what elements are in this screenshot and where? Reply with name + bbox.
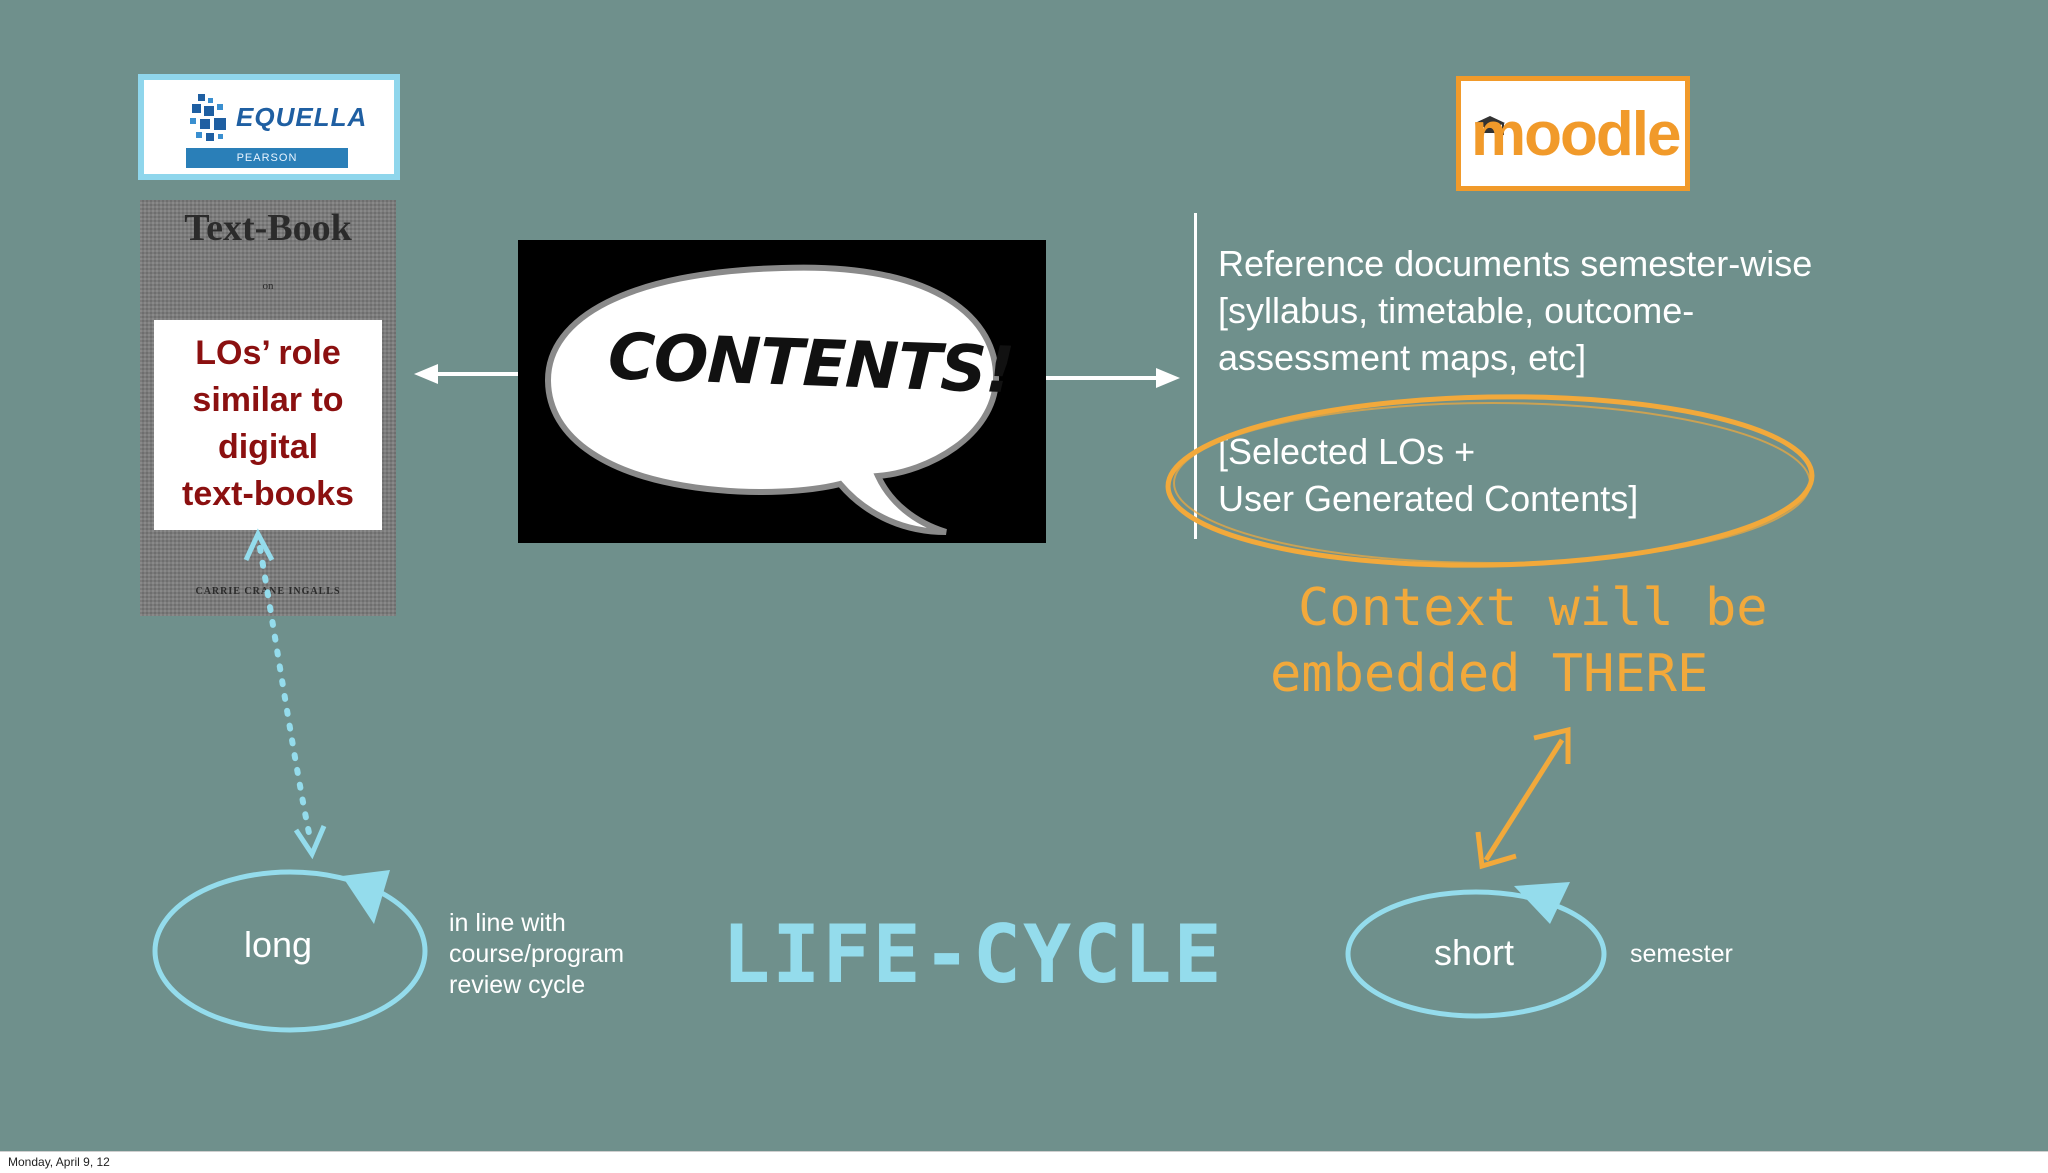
long-label: long — [244, 924, 313, 965]
moodle-word: moodle — [1471, 100, 1681, 169]
selected-ellipse-stroke — [1173, 402, 1811, 564]
equella-sub: PEARSON — [186, 148, 348, 168]
lifecycle-title: LIFE-CYCLE — [722, 908, 1224, 1001]
card-line: text-books — [182, 475, 354, 513]
long-note-line: review cycle — [449, 971, 586, 999]
card-line: digital — [217, 428, 319, 466]
card-line: LOs’ role — [195, 334, 341, 372]
dotted-arrow-icon — [243, 528, 327, 860]
left-arrow-icon — [414, 364, 518, 384]
card-line: similar to — [192, 381, 344, 419]
footer-bar: Monday, April 9, 12 — [0, 1151, 2048, 1173]
long-cycle-icon — [152, 869, 428, 1033]
contents-bubble-image: CONTENTS! — [518, 240, 1046, 543]
short-label: short — [1434, 932, 1515, 973]
selected-line: [Selected LOs + — [1218, 431, 1476, 472]
textbook-on: on — [262, 280, 274, 292]
context-note-line2: embedded THERE — [1270, 644, 1709, 704]
moodle-logo: moodle — [1456, 76, 1690, 191]
graduation-cap-icon — [1475, 116, 1505, 135]
footer-date: Monday, April 9, 12 — [8, 1155, 110, 1169]
long-note-line: in line with — [449, 909, 566, 937]
context-note-line1: Context will be — [1298, 578, 1768, 638]
equella-brand: EQUELLA — [236, 102, 368, 132]
textbook-title: Text-Book — [184, 207, 352, 249]
equella-logo: EQUELLA PEARSON — [138, 74, 400, 180]
reference-line: assessment maps, etc] — [1218, 337, 1587, 378]
divider-line — [1194, 213, 1197, 539]
textbook-card: LOs’ role similar to digital text-books — [154, 320, 382, 530]
equella-logo-icon — [190, 94, 226, 141]
short-cycle-icon — [1345, 882, 1607, 1019]
short-note: semester — [1630, 940, 1733, 968]
selected-ellipse — [1165, 394, 1815, 568]
reference-line: Reference documents semester-wise — [1218, 243, 1813, 284]
textbook-cover: Text-Book on LOs’ role similar to digita… — [140, 200, 396, 616]
speech-bubble-icon — [544, 264, 1000, 535]
selected-line: User Generated Contents] — [1218, 478, 1639, 519]
double-arrow-icon — [1475, 726, 1571, 870]
reference-line: [syllabus, timetable, outcome- — [1218, 290, 1695, 331]
long-note-line: course/program — [449, 940, 625, 968]
right-arrow-icon — [1046, 368, 1180, 388]
